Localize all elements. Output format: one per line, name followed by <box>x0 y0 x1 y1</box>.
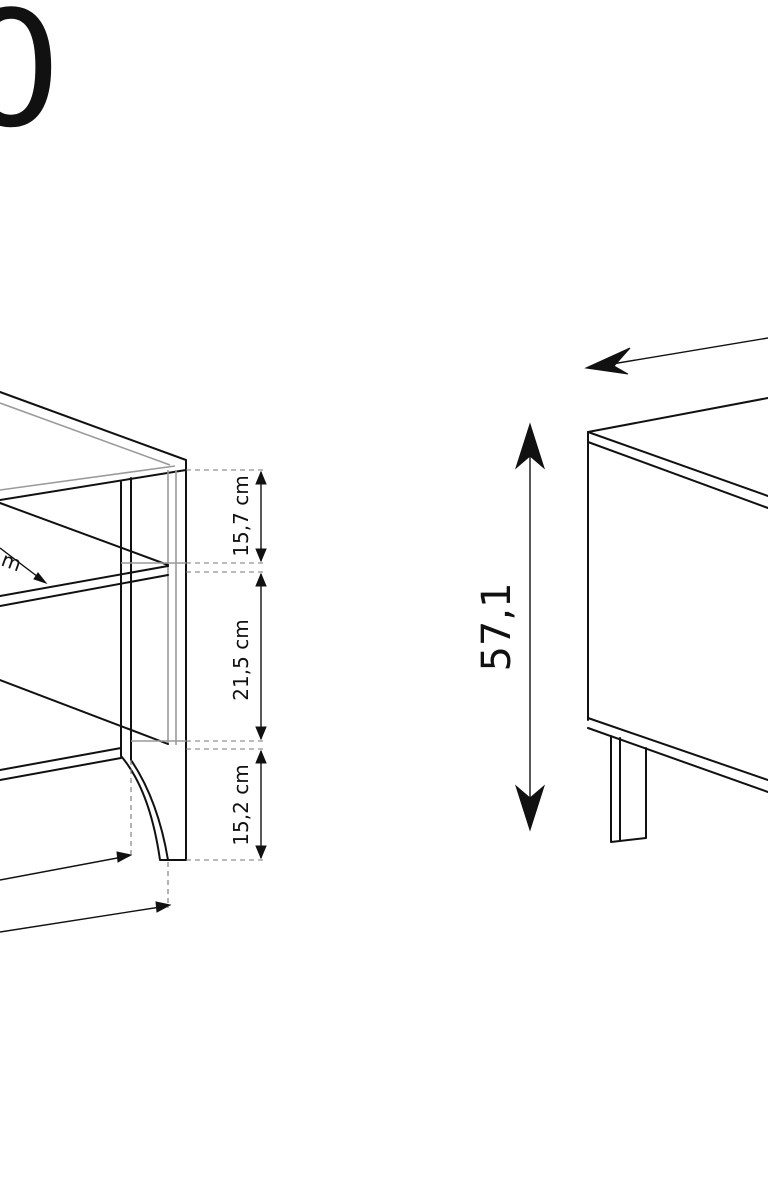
bottom-shelf-front-bottom <box>0 757 122 781</box>
right-depth-arrow-line <box>599 337 768 367</box>
inner-depth-arrow-line <box>0 547 43 581</box>
right-top-back-edge <box>587 397 768 433</box>
width-arrow-1-head <box>116 851 133 863</box>
left-cabinet-view: m 15,7 cm 21,5 cm 15,2 cm <box>0 391 267 933</box>
dim-21-5-head-top <box>255 572 267 587</box>
dim-15-7-head-bottom <box>255 548 267 563</box>
curved-leg-front <box>120 755 187 861</box>
top-panel <box>0 391 187 501</box>
dim-15-7-head-top <box>255 470 267 485</box>
right-height-arrowhead-bottom <box>514 784 546 832</box>
right-top-front-edge-lower <box>587 441 768 509</box>
right-bottom-edge-lower <box>587 727 768 793</box>
dim-label-15-7: 15,7 cm <box>229 475 253 556</box>
right-leg <box>610 735 647 843</box>
middle-shelf-back <box>0 502 169 566</box>
dim-15-2-head-top <box>255 749 267 764</box>
dim-21-5-head-bottom <box>255 726 267 741</box>
dim-label-21-5: 21,5 cm <box>229 619 253 700</box>
inner-depth-arrowhead <box>33 572 48 585</box>
right-cabinet-view: 57,1 <box>474 337 768 843</box>
curved-leg-inner <box>130 759 169 861</box>
bottom-shelf-front-top <box>0 747 122 771</box>
corner-large-digit: 0 <box>0 0 62 163</box>
dim-label-15-2: 15,2 cm <box>229 764 253 845</box>
width-arrow-2-line <box>0 905 168 933</box>
right-height-arrowhead-top <box>514 422 546 470</box>
bottom-shelf-back <box>0 679 169 745</box>
width-arrow-1-line <box>0 855 129 881</box>
right-height-label: 57,1 <box>474 582 520 671</box>
top-panel-inner-edge <box>0 402 171 466</box>
width-arrow-2-head <box>155 901 172 913</box>
top-panel-front-inner <box>0 465 176 491</box>
right-bottom-edge <box>587 717 768 781</box>
middle-shelf-front-bottom <box>0 574 169 607</box>
right-top-front-edge <box>587 431 768 497</box>
dim-15-2-head-bottom <box>255 845 267 860</box>
right-depth-arrowhead <box>584 347 631 375</box>
middle-shelf-front-top <box>0 565 169 597</box>
